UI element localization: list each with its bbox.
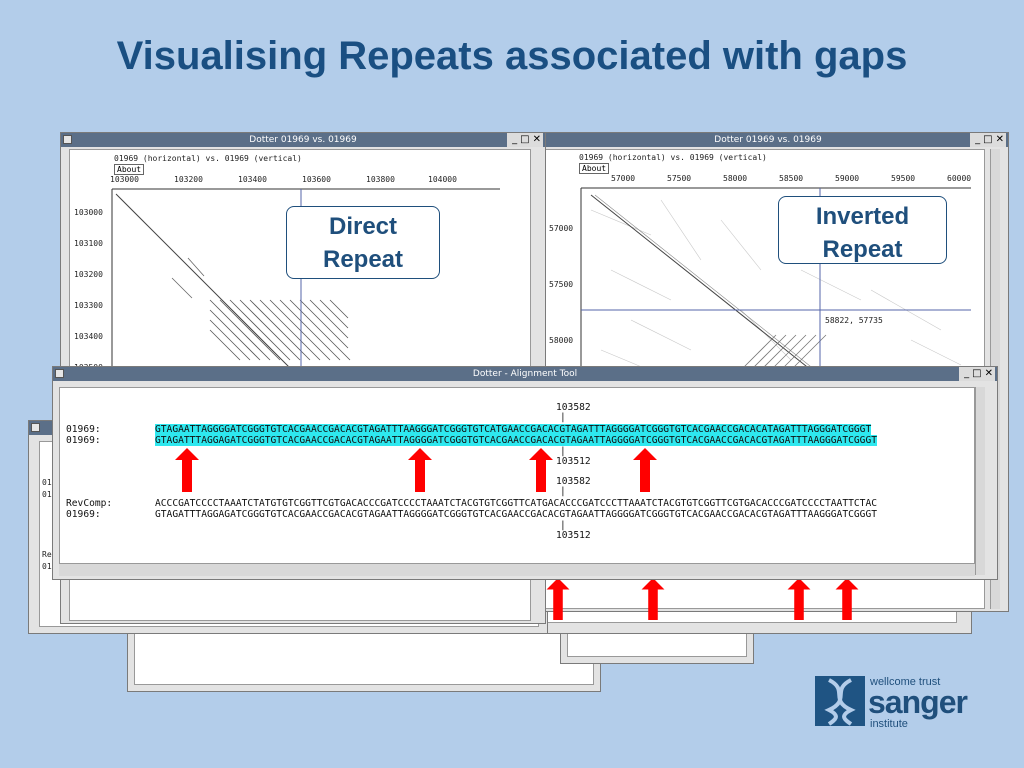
y-tick: 58000	[549, 336, 574, 345]
x-tick: 58000	[723, 174, 748, 183]
window-controls: _□✕	[970, 133, 1006, 147]
y-tick: 57500	[549, 280, 574, 289]
sequence-row: ACCCGATCCCCTAAATCTATGTGTCGGTTCGTGACACCCG…	[155, 498, 877, 509]
sequence-row: GTAGAATTAGGGGATCGGGTGTCACGAACCGACACGTAGA…	[155, 424, 872, 435]
window-menu-icon[interactable]	[55, 369, 64, 378]
alignment-tool-window[interactable]: Dotter - Alignment Tool _□✕ 103582 | 019…	[52, 366, 998, 580]
x-tick: 103600	[302, 175, 331, 184]
back-label: 01	[42, 490, 52, 499]
red-arrow-icon	[408, 448, 432, 492]
x-tick: 58500	[779, 174, 804, 183]
window-controls: _□✕	[959, 367, 995, 381]
coord-mid1: 103512	[556, 456, 591, 467]
x-tick: 104000	[428, 175, 457, 184]
x-tick: 57000	[611, 174, 636, 183]
seq-label: RevComp:	[66, 498, 113, 509]
alignment-titlebar: Dotter - Alignment Tool _□✕	[53, 367, 997, 381]
coord-mid2: 103582	[556, 476, 591, 487]
red-arrow-icon	[835, 578, 859, 620]
seq-label: 01969:	[66, 424, 101, 435]
dotter-inverted-dotplot	[580, 187, 971, 380]
direct-repeat-callout: Direct Repeat	[286, 206, 440, 279]
dna-logo-icon	[815, 676, 865, 726]
dotter-inverted-title: Dotter 01969 vs. 01969	[714, 135, 822, 145]
window-controls: _□✕	[507, 133, 543, 147]
x-tick: 59500	[891, 174, 916, 183]
minimize-icon[interactable]: _	[975, 134, 981, 145]
about-button[interactable]: About	[114, 164, 145, 175]
sequence-row: GTAGATTTAGGAGATCGGGTGTCACGAACCGACACGTAGA…	[155, 435, 877, 446]
y-tick: 103300	[74, 301, 103, 310]
minimize-icon[interactable]: _	[964, 368, 970, 379]
slide-title: Visualising Repeats associated with gaps	[116, 34, 908, 78]
y-tick: 103000	[74, 208, 103, 217]
seq-label: 01969:	[66, 509, 101, 520]
coord-bottom: 103512	[556, 530, 591, 541]
y-tick: 103400	[74, 332, 103, 341]
close-icon[interactable]: ✕	[995, 134, 1004, 145]
dotter-direct-titlebar: Dotter 01969 vs. 01969 _□✕	[61, 133, 545, 147]
red-arrow-icon	[175, 448, 199, 492]
coord-tick: |	[560, 446, 566, 457]
coord-tick: |	[560, 486, 566, 497]
dotter-direct-title: Dotter 01969 vs. 01969	[249, 135, 357, 145]
dotter-inverted-titlebar: Dotter 01969 vs. 01969 _□✕	[528, 133, 1008, 147]
red-arrow-icon	[787, 578, 811, 620]
x-tick: 57500	[667, 174, 692, 183]
alignment-title: Dotter - Alignment Tool	[472, 369, 578, 379]
y-tick: 103200	[74, 270, 103, 279]
seq-label: 01969:	[66, 435, 101, 446]
x-tick: 103400	[238, 175, 267, 184]
alignment-scrollbar[interactable]	[975, 387, 985, 575]
inverted-repeat-line2: Repeat	[822, 236, 903, 263]
minimize-icon[interactable]: _	[512, 134, 518, 145]
red-arrow-icon	[529, 448, 553, 492]
x-tick: 103200	[174, 175, 203, 184]
back-label: 01	[42, 478, 52, 487]
coord-top: 103582	[556, 402, 591, 413]
window-menu-icon[interactable]	[31, 423, 40, 432]
inverted-repeat-callout: Inverted Repeat	[778, 196, 947, 264]
about-button[interactable]: About	[579, 163, 610, 174]
logo-line2: sanger	[868, 684, 968, 720]
direct-repeat-line2: Repeat	[322, 246, 404, 273]
y-tick: 103100	[74, 239, 103, 248]
dotter-direct-dotplot	[111, 188, 500, 385]
close-icon[interactable]: ✕	[984, 368, 993, 379]
alignment-content[interactable]: 103582 | 01969: 01969: GTAGAATTAGGGGATCG…	[59, 387, 975, 575]
window-menu-icon[interactable]	[63, 135, 72, 144]
dotter-inverted-header: 01969 (horizontal) vs. 01969 (vertical)	[579, 153, 767, 162]
coord-tick: |	[560, 520, 566, 531]
x-tick: 59000	[835, 174, 860, 183]
dotter-direct-header: 01969 (horizontal) vs. 01969 (vertical)	[114, 154, 302, 163]
sequence-row: GTAGATTTAGGAGATCGGGTGTCACGAACCGACACGTAGA…	[155, 509, 877, 520]
logo-line3: institute	[870, 718, 908, 730]
x-tick: 60000	[947, 174, 972, 183]
x-tick: 103000	[110, 175, 139, 184]
maximize-icon[interactable]: □	[520, 134, 530, 145]
y-tick: 57000	[549, 224, 574, 233]
back-label: Re	[42, 550, 52, 559]
red-arrow-icon	[633, 448, 657, 492]
red-arrow-icon	[546, 578, 570, 620]
alignment-hscroll[interactable]	[59, 563, 975, 576]
maximize-icon[interactable]: □	[983, 134, 993, 145]
close-icon[interactable]: ✕	[532, 134, 541, 145]
back-label: 01	[42, 562, 52, 571]
x-tick: 103800	[366, 175, 395, 184]
logo-line1: wellcome trust	[870, 676, 941, 688]
coord-tick: |	[560, 412, 566, 423]
direct-repeat-line1: Direct	[328, 213, 398, 240]
crosshair-label: 58822, 57735	[825, 316, 883, 325]
maximize-icon[interactable]: □	[972, 368, 982, 379]
inverted-repeat-line1: Inverted	[815, 203, 910, 230]
red-arrow-icon	[641, 578, 665, 620]
